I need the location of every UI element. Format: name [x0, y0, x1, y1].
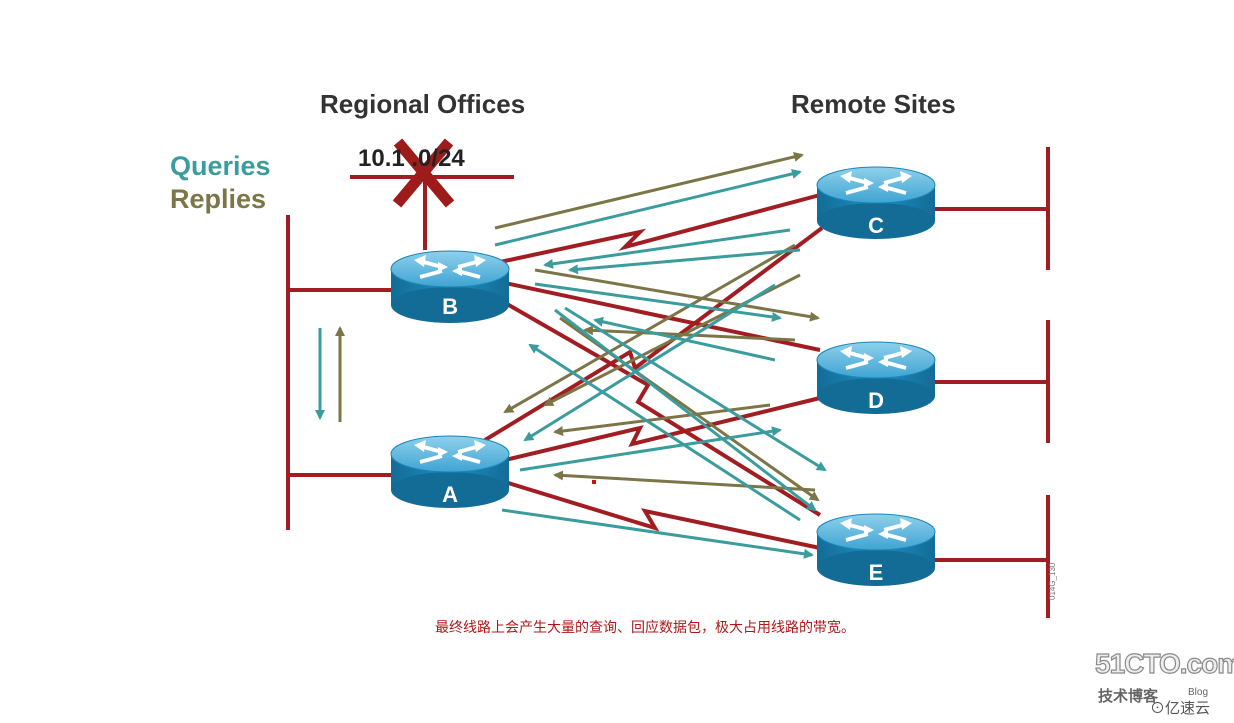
watermark-sub: 技术博客 — [1098, 688, 1159, 705]
cursor-dot — [592, 480, 596, 484]
watermark-51cto: 51CTO.com — [1094, 647, 1234, 679]
link-b-e — [499, 298, 822, 517]
router-e[interactable]: E — [816, 513, 936, 586]
router-b[interactable]: B — [390, 250, 510, 323]
router-label-b: B — [442, 294, 458, 319]
reply-arrow — [503, 243, 796, 414]
wan-links — [483, 193, 824, 550]
reply-arrow — [583, 325, 796, 342]
caption: 最终线路上会产生大量的查询、回应数据包，极大占用线路的带宽。 — [435, 620, 855, 636]
router-label-d: D — [868, 388, 884, 413]
router-arrows-icon — [840, 518, 912, 542]
regional-offices-title: Regional Offices — [320, 89, 526, 119]
query-arrow — [564, 306, 827, 472]
link-b-c — [499, 193, 821, 264]
query-arrow — [568, 248, 801, 275]
watermark-logo: ⊙亿速云 — [1150, 700, 1211, 717]
query-arrow — [523, 283, 776, 442]
query-arrow — [494, 168, 802, 247]
router-arrows-icon — [414, 255, 486, 279]
query-arrow — [534, 282, 782, 322]
legend-queries: Queries — [170, 151, 271, 181]
router-d[interactable]: D — [816, 341, 936, 414]
reply-arrow — [553, 403, 771, 436]
router-a[interactable]: A — [390, 435, 510, 508]
router-c[interactable]: C — [816, 166, 936, 239]
reply-arrow — [494, 151, 804, 230]
query-arrow — [501, 508, 814, 559]
subnet-label: 10.1 .0/24 — [358, 145, 465, 172]
query-arrow — [554, 308, 817, 512]
query-arrows — [315, 168, 827, 559]
router-arrows-icon — [840, 171, 912, 195]
query-arrow — [528, 343, 801, 522]
router-arrows-icon — [840, 346, 912, 370]
legend-replies: Replies — [170, 184, 267, 214]
reply-arrow — [534, 268, 820, 322]
lan-segments — [286, 147, 1050, 618]
reply-arrow — [553, 470, 816, 492]
link-a-e — [504, 480, 821, 550]
router-label-a: A — [442, 482, 458, 507]
router-arrows-icon — [414, 440, 486, 464]
watermark-blog: Blog — [1188, 687, 1209, 698]
router-label-e: E — [869, 560, 884, 585]
figure-id: 014G_130 — [1048, 562, 1057, 600]
remote-sites-title: Remote Sites — [791, 89, 956, 119]
query-arrow — [543, 228, 791, 269]
failure-x-icon — [392, 138, 455, 208]
query-arrow — [519, 426, 782, 472]
link-a-d — [504, 396, 821, 462]
router-label-c: C — [868, 213, 884, 238]
